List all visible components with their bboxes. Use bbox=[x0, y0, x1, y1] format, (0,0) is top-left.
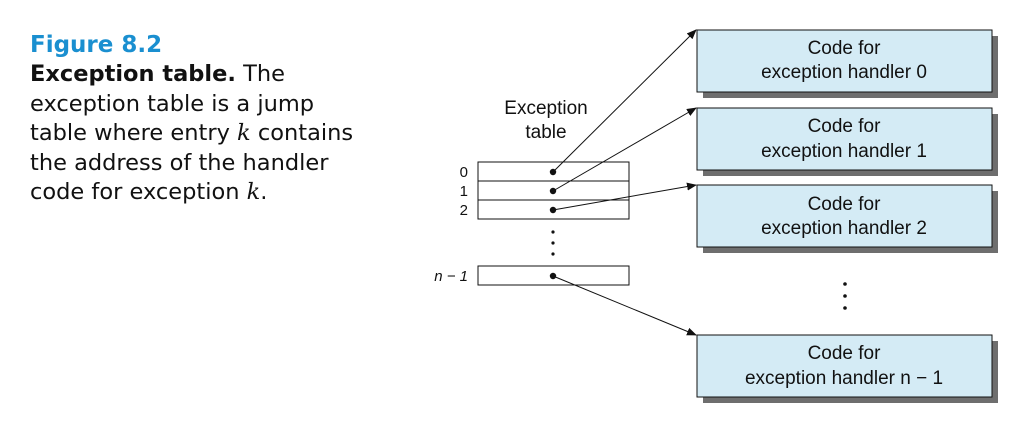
caption-body-1: The exception table is a jump table wher… bbox=[30, 61, 315, 146]
handler-ellipsis-dot bbox=[843, 282, 847, 286]
arrow-to-handler-2 bbox=[552, 182, 697, 211]
handler-0-line1: Code for bbox=[808, 38, 882, 59]
row-label-1: 1 bbox=[460, 183, 468, 200]
table-ellipsis-dot bbox=[551, 230, 555, 234]
caption-text: Exception table. The exception table is … bbox=[30, 60, 360, 208]
handler-1-line1: Code for bbox=[808, 116, 882, 137]
row-label-2: 2 bbox=[460, 202, 468, 219]
table-label-line2: table bbox=[525, 122, 566, 143]
handler-n-minus-1-line1: Code for bbox=[808, 343, 882, 364]
pointer-dot-0 bbox=[549, 168, 557, 176]
handler-n-minus-1-line2: exception handler n − 1 bbox=[745, 368, 943, 389]
arrow-to-handler-n-minus-1 bbox=[552, 275, 697, 336]
arrow-to-handler-1 bbox=[552, 107, 697, 192]
table-label-line1: Exception bbox=[504, 98, 587, 119]
handler-0-line2: exception handler 0 bbox=[761, 62, 927, 83]
row-label-n-minus-1: n − 1 bbox=[434, 268, 468, 285]
handler-ellipsis-dot bbox=[843, 294, 847, 298]
handler-ellipsis-dot bbox=[843, 306, 847, 310]
handler-2-line1: Code for bbox=[808, 194, 882, 215]
caption-period: . bbox=[260, 179, 268, 205]
handler-box-1 bbox=[696, 107, 993, 171]
handler-1-line2: exception handler 1 bbox=[761, 141, 927, 162]
pointer-dot-1 bbox=[549, 187, 557, 195]
figure-caption: Figure 8.2 Exception table. The exceptio… bbox=[30, 30, 360, 208]
handler-box-n-minus-1 bbox=[696, 334, 993, 398]
caption-var-k: k bbox=[237, 120, 251, 146]
row-label-0: 0 bbox=[460, 164, 468, 181]
caption-body-2: contains the address of the handler code… bbox=[30, 120, 354, 205]
pointer-dot-n-minus-1 bbox=[549, 272, 557, 280]
caption-var-k-end: k bbox=[246, 179, 261, 205]
caption-title: Exception table. bbox=[30, 61, 236, 87]
handler-box-0 bbox=[696, 29, 993, 93]
handler-box-2 bbox=[696, 184, 993, 248]
table-ellipsis-dot bbox=[551, 241, 555, 245]
pointer-dot-2 bbox=[549, 206, 557, 214]
figure-label: Figure 8.2 bbox=[30, 32, 163, 58]
handler-2-line2: exception handler 2 bbox=[761, 218, 927, 239]
table-ellipsis-dot bbox=[551, 252, 555, 256]
arrow-to-handler-0 bbox=[552, 29, 697, 173]
